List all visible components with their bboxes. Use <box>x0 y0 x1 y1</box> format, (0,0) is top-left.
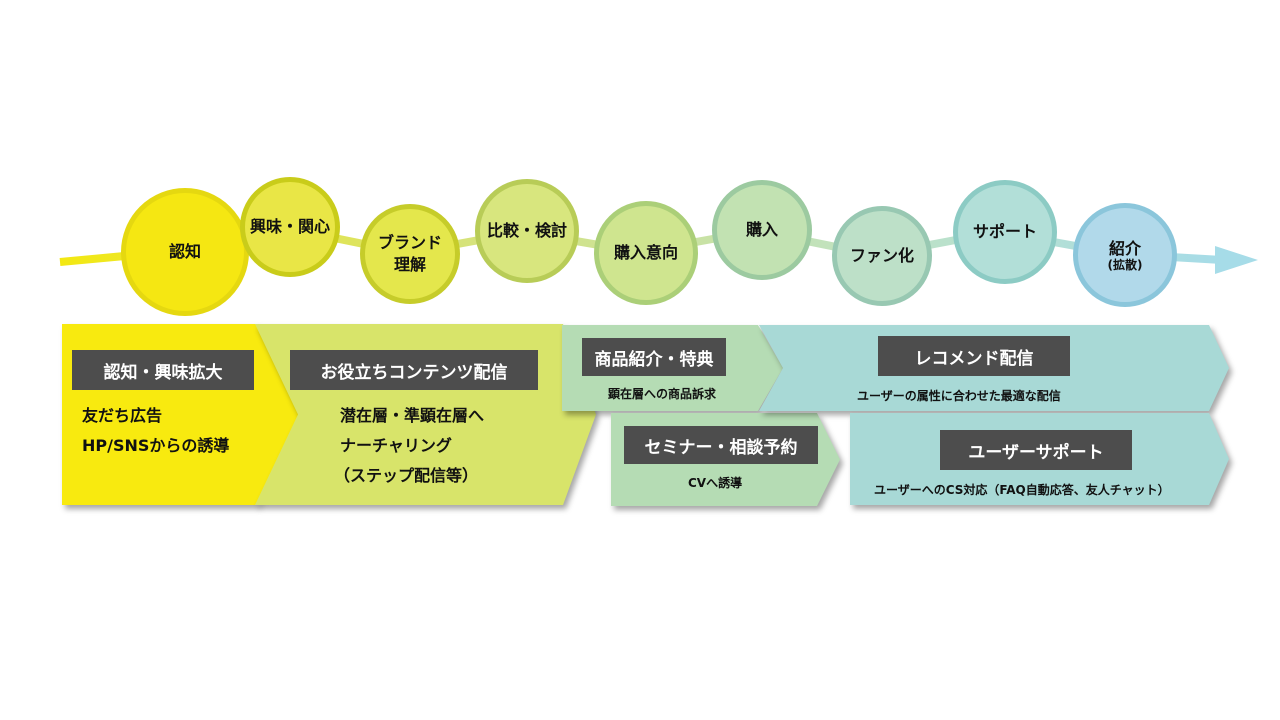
stage-label: 比較・検討 <box>486 221 567 241</box>
phase-support-title: ユーザーサポート <box>940 430 1132 470</box>
stage-sublabel: (拡散) <box>1107 258 1143 273</box>
stage-label: 認知 <box>168 242 201 262</box>
stage-label: ブランド <box>377 233 442 253</box>
stage-circle-1: 認知 <box>121 188 249 316</box>
phase-awareness-title: 認知・興味拡大 <box>72 350 254 390</box>
stage-circle-9: 紹介(拡散) <box>1073 203 1177 307</box>
stage-label: サポート <box>972 222 1037 242</box>
stage-circle-8: サポート <box>953 180 1057 284</box>
stage-label: ファン化 <box>849 246 914 266</box>
stage-circle-2: 興味・関心 <box>240 177 340 277</box>
stage-label: 興味・関心 <box>249 217 330 237</box>
stage-circle-6: 購入 <box>712 180 812 280</box>
phase-support-line-1: ユーザーへのCS対応（FAQ自動応答、友人チャット） <box>874 483 1170 497</box>
phase-content-line-3: （ステップ配信等） <box>334 466 479 485</box>
stage-circle-7: ファン化 <box>832 206 932 306</box>
arrow-head-icon <box>1215 246 1258 274</box>
stage-circle-4: 比較・検討 <box>475 179 579 283</box>
stage-label: 紹介 <box>1108 238 1141 258</box>
phase-product-title: 商品紹介・特典 <box>582 338 726 376</box>
phase-seminar-line-1: CVへ誘導 <box>688 476 743 490</box>
phase-awareness-line-2: HP/SNSからの誘導 <box>82 436 230 455</box>
stage-label: 理解 <box>393 255 426 274</box>
stage-circle-5: 購入意向 <box>594 201 698 305</box>
phase-recommend-title: レコメンド配信 <box>878 336 1070 376</box>
stage-label: 購入 <box>745 220 778 240</box>
phase-awareness-line-1: 友だち広告 <box>82 406 163 425</box>
phase-content-line-1: 潜在層・準顕在層へ <box>340 406 485 425</box>
stage-label: 購入意向 <box>613 243 678 263</box>
phase-recommend-line-1: ユーザーの属性に合わせた最適な配信 <box>857 389 1061 403</box>
phase-product-line-1: 顕在層への商品訴求 <box>608 387 717 401</box>
stage-circle-3: ブランド理解 <box>360 204 460 304</box>
phase-content-title: お役立ちコンテンツ配信 <box>290 350 538 390</box>
phase-seminar-title: セミナー・相談予約 <box>624 426 818 464</box>
phase-content-line-2: ナーチャリング <box>340 436 452 455</box>
